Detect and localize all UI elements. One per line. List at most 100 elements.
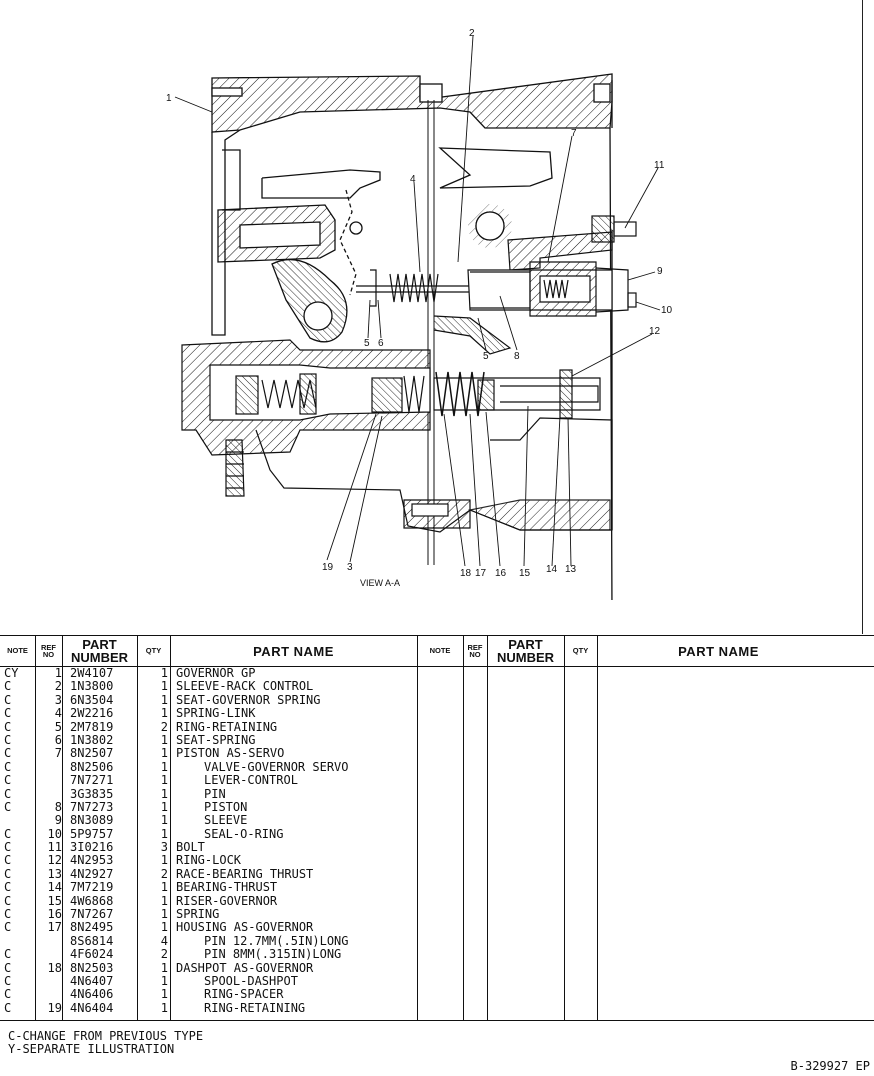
row-part-number: 4N6406 (70, 987, 114, 1002)
callout-5b: 5 (483, 351, 489, 362)
row-part-name: BEARING-THRUST (176, 880, 278, 895)
row-ref-no: 4 (54, 706, 62, 721)
row-part-name: DASHPOT AS-GOVERNOR (176, 960, 314, 975)
row-qty: 1 (160, 813, 168, 828)
footnotes: C-CHANGE FROM PREVIOUS TYPE Y-SEPARATE I… (8, 1030, 203, 1056)
row-ref-no: 7 (54, 746, 62, 761)
callout-15: 15 (519, 568, 531, 579)
row-part-number: 7N7271 (70, 773, 114, 788)
row-qty: 1 (160, 732, 168, 747)
row-ref-no: 19 (47, 1000, 62, 1015)
column-rule (62, 636, 63, 1020)
row-ref-no: 6 (54, 732, 62, 747)
row-part-number: 4N2927 (70, 866, 114, 881)
row-part-number: 8N2495 (70, 920, 114, 935)
row-note: C (4, 987, 12, 1002)
row-ref-no: 2 (54, 679, 62, 694)
callout-3: 3 (347, 562, 353, 573)
row-part-number: 2W2216 (70, 706, 114, 721)
row-part-number: 2M7819 (70, 719, 114, 734)
column-rule (35, 636, 36, 1020)
row-qty: 4 (160, 933, 168, 948)
column-rule (417, 636, 418, 1020)
row-part-number: 4N6404 (70, 1000, 114, 1015)
row-part-name: SLEEVE-RACK CONTROL (176, 679, 314, 694)
callout-5a: 5 (364, 338, 370, 349)
dashpot-and-riser (181, 339, 613, 533)
row-part-name: LEVER-CONTROL (204, 773, 298, 788)
leader-lines (174, 35, 661, 567)
column-rule (170, 636, 171, 1020)
callout-19: 19 (322, 562, 334, 573)
row-ref-no: 8 (54, 799, 62, 814)
row-note: C (4, 973, 12, 988)
row-part-number: 1N3800 (70, 679, 114, 694)
row-part-number: 8S6814 (70, 933, 114, 948)
row-part-name: RISER-GOVERNOR (176, 893, 278, 908)
callout-10: 10 (661, 305, 673, 316)
row-note: C (4, 746, 12, 761)
row-part-name: BOLT (176, 840, 205, 855)
header-part-number: PART NUMBER (70, 637, 129, 665)
row-ref-no: 18 (47, 960, 62, 975)
row-ref-no: 11 (47, 840, 62, 855)
row-qty: 1 (160, 692, 168, 707)
row-qty: 1 (160, 973, 168, 988)
row-part-name: RING-LOCK (176, 853, 242, 868)
row-qty: 1 (160, 853, 168, 868)
servo-assembly (356, 215, 637, 355)
row-part-number: 4F6024 (70, 947, 114, 962)
row-ref-no: 3 (54, 692, 62, 707)
row-note: C (4, 692, 12, 707)
row-note: C (4, 706, 12, 721)
row-part-name: SPRING-LINK (176, 706, 256, 721)
callout-16: 16 (495, 568, 507, 579)
row-qty: 2 (160, 866, 168, 881)
row-part-name: PIN 12.7MM(.5IN)LONG (204, 933, 349, 948)
column-rule (137, 636, 138, 1020)
row-note: C (4, 759, 12, 774)
callout-6: 6 (378, 338, 384, 349)
table-row: 8S6814 4 PIN 12.7MM(.5IN)LONG (0, 933, 874, 948)
callout-numbers: 1 2 4 7 11 9 10 5 6 5 8 12 19 3 18 17 16… (166, 28, 673, 588)
footnote-separate: Y-SEPARATE ILLUSTRATION (8, 1042, 175, 1056)
row-part-name: SEAT-GOVERNOR SPRING (176, 692, 321, 707)
row-note: C (4, 880, 12, 895)
column-rule (487, 636, 488, 1020)
row-part-number: 4N2953 (70, 853, 114, 868)
callout-11: 11 (654, 160, 665, 171)
callout-12: 12 (649, 326, 661, 337)
row-part-name: HOUSING AS-GOVERNOR (176, 920, 314, 935)
row-part-name: SLEEVE (204, 813, 248, 828)
row-qty: 1 (160, 826, 168, 841)
row-qty: 1 (160, 907, 168, 922)
header-note: NOTE (7, 646, 28, 656)
row-note: C (4, 947, 12, 962)
callout-4: 4 (410, 174, 416, 185)
row-part-name: PISTON AS-SERVO (176, 746, 285, 761)
header-part-name: PART NAME (253, 643, 334, 659)
callout-14: 14 (546, 564, 558, 575)
row-note: C (4, 840, 12, 855)
row-qty: 1 (160, 679, 168, 694)
row-note: C (4, 799, 12, 814)
row-part-name: PISTON (204, 799, 248, 814)
callout-18: 18 (460, 568, 472, 579)
row-part-number: 7N7273 (70, 799, 114, 814)
row-note: C (4, 920, 12, 935)
